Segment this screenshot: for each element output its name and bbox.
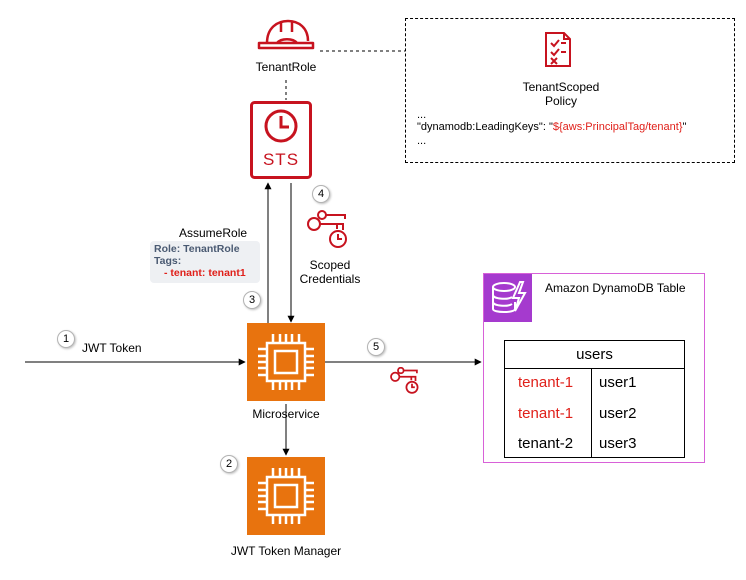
policy-ellipsis-top: ...	[417, 109, 427, 121]
sts-icon	[250, 101, 312, 179]
policy-title-line2: Policy	[544, 94, 577, 108]
scoped-credentials-line1: Scoped	[309, 258, 351, 272]
assume-role-role-line: Role: TenantRole	[154, 243, 240, 255]
table-cell-user: user3	[599, 435, 637, 452]
tenant-role-label: TenantRole	[255, 60, 317, 74]
policy-title-line1: TenantScoped	[522, 80, 600, 94]
table-cell-tenant: tenant-2	[518, 435, 574, 452]
dynamodb-table-label: Amazon DynamoDB Table	[545, 281, 686, 295]
microservice-label: Microservice	[252, 407, 320, 421]
jwt-token-manager-label: JWT Token Manager	[230, 544, 342, 558]
jwt-token-label: JWT Token	[82, 341, 142, 355]
assume-role-tags-line: Tags:	[154, 255, 182, 267]
assume-role-label: AssumeRole	[179, 226, 248, 240]
hard-hat-icon	[257, 19, 315, 50]
users-table-column-divider	[591, 369, 592, 457]
policy-leading-keys-line: "dynamodb:LeadingKeys": "${aws:Principal…	[417, 121, 686, 133]
step-1-marker: 1	[57, 330, 75, 348]
table-cell-user: user2	[599, 405, 637, 422]
dynamodb-icon	[484, 274, 532, 322]
tenant-scoped-policy-box: TenantScoped Policy ... "dynamodb:Leadin…	[405, 18, 735, 163]
policy-closing-quote: "	[682, 121, 687, 133]
assume-role-tenant-line: - tenant: tenant1	[164, 267, 246, 279]
policy-key: "dynamodb:LeadingKeys": "	[417, 121, 553, 133]
users-table-title: users	[505, 341, 684, 369]
step-4-marker: 4	[312, 185, 330, 203]
jwt-token-manager-icon	[247, 457, 325, 535]
scoped-credentials-line2: Credentials	[299, 272, 361, 286]
assume-role-tags-box: Role: TenantRole Tags: - tenant: tenant1	[150, 241, 260, 283]
table-cell-tenant: tenant-1	[518, 374, 574, 391]
step-5-marker: 5	[367, 338, 385, 356]
table-cell-user: user1	[599, 374, 637, 391]
policy-principal-tag: ${aws:PrincipalTag/tenant}	[552, 121, 683, 133]
policy-ellipsis-bottom: ...	[417, 135, 427, 147]
step-3-marker: 3	[243, 291, 261, 309]
table-cell-tenant: tenant-1	[518, 405, 574, 422]
users-table: users tenant-1 user1 tenant-1 user2 tena…	[504, 340, 685, 458]
microservice-icon	[247, 323, 325, 401]
step-2-marker: 2	[220, 455, 238, 473]
credentials-key-icon-small	[390, 367, 419, 394]
policy-checklist-icon	[545, 32, 571, 67]
credentials-key-icon	[307, 210, 347, 248]
sts-label: STS	[262, 150, 300, 169]
